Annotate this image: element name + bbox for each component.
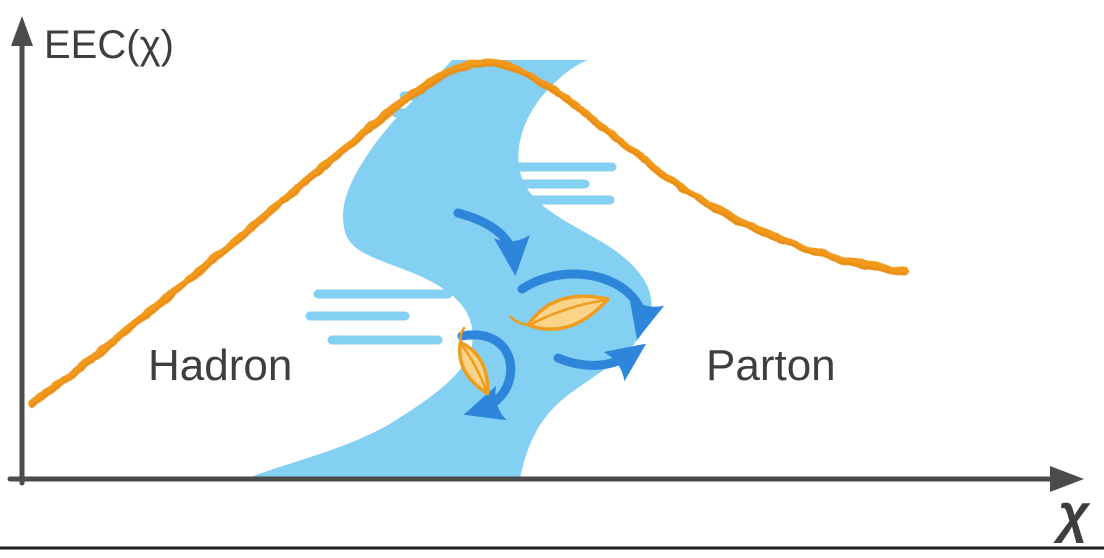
flow-lines-left-icon: [305, 289, 453, 345]
flow-lines-top-icon: [391, 91, 492, 118]
hadron-region-label: Hadron: [148, 341, 292, 390]
x-axis-label: χ: [1053, 484, 1091, 544]
eddy-arrow-right-icon: [553, 343, 647, 382]
eec-curve: [28, 59, 910, 408]
eddy-arrow-small-leaf-icon: [457, 330, 516, 421]
y-axis-label: EEC(χ): [44, 23, 174, 67]
eddy-arrow-top-icon: [453, 208, 530, 277]
river-stream-icon: [248, 60, 652, 478]
eddy-arrow-over-leaf-icon: [517, 269, 665, 340]
leaf-large-icon: [509, 294, 610, 331]
leaf-small-icon: [457, 326, 490, 396]
y-axis-arrow-icon: [11, 16, 33, 46]
flow-lines-right-icon: [502, 162, 617, 205]
parton-region-label: Parton: [706, 341, 836, 390]
x-axis-arrow-icon: [1050, 466, 1084, 492]
